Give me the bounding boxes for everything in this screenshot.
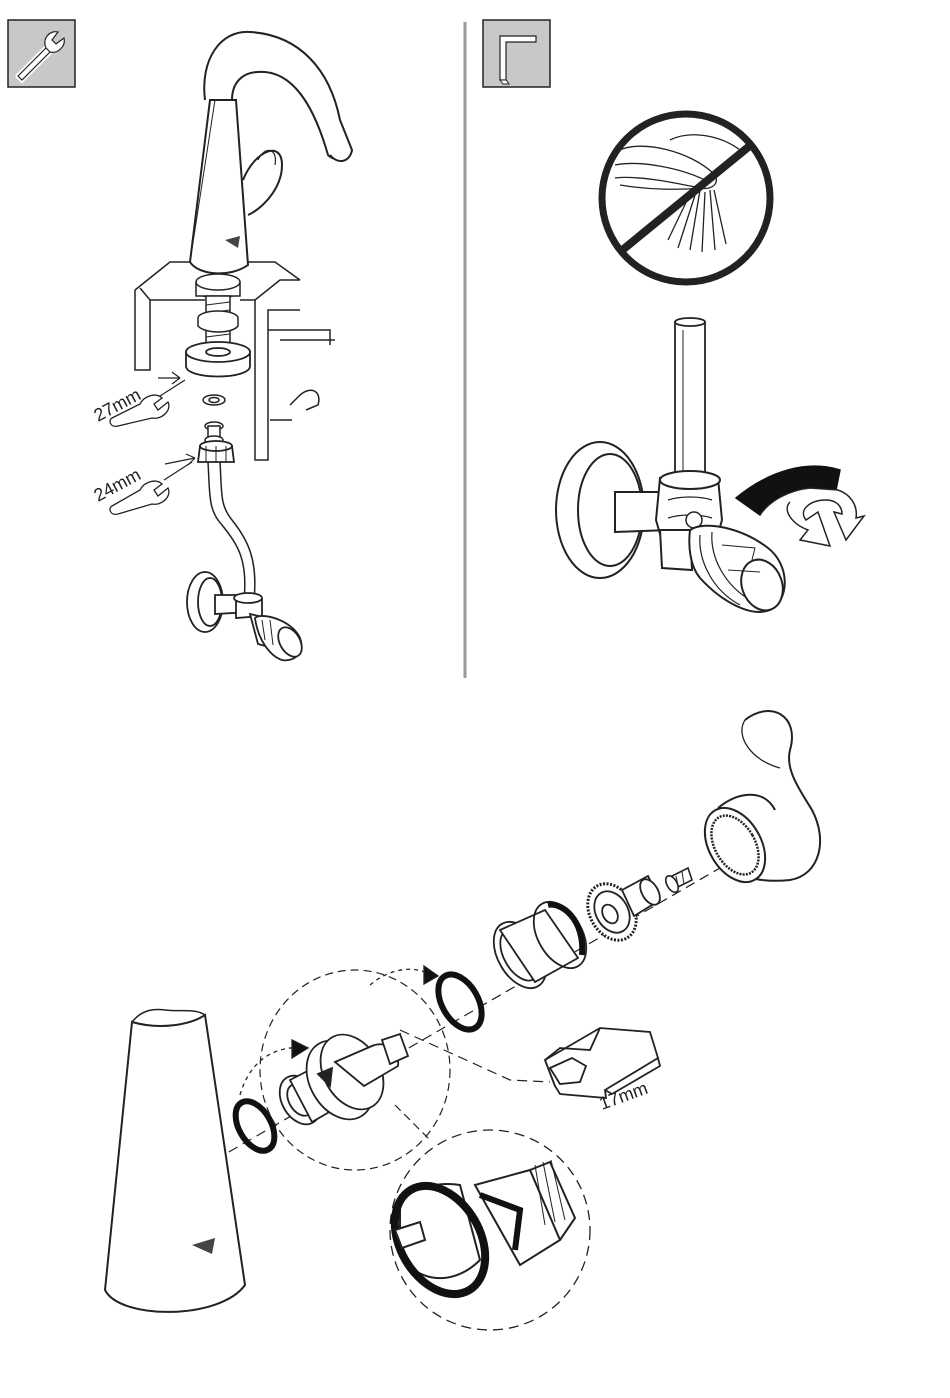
wrench-icon [8, 20, 75, 87]
mounting-flange [186, 342, 250, 377]
connection-nut [198, 441, 234, 463]
installation-panel: 27mm 24mm [8, 20, 352, 661]
no-water-prohibition-icon [602, 114, 770, 282]
cartridge-detail-magnified [376, 1105, 590, 1330]
supply-pipe [675, 318, 705, 482]
wrench-size-label-lower: 24mm [90, 464, 144, 505]
socket-leader-line [400, 1030, 550, 1082]
faucet-body [190, 32, 352, 273]
handle-screw [663, 868, 692, 894]
sleeve-bushing [483, 893, 597, 997]
spline-adapter [578, 875, 664, 949]
cartridge-panel: 17mm [105, 711, 820, 1330]
maintenance-panel [483, 20, 864, 616]
angle-valve-small [187, 572, 307, 661]
wrench-size-label-upper: 27mm [90, 384, 144, 425]
o-ring-upper [429, 967, 490, 1037]
angle-valve-large [556, 442, 790, 616]
lever-handle [692, 711, 820, 893]
hex-key-icon [483, 20, 550, 87]
washer-upper [203, 395, 225, 405]
turn-clockwise-arrow-icon [736, 466, 864, 546]
faucet-body-lower [105, 1010, 245, 1312]
